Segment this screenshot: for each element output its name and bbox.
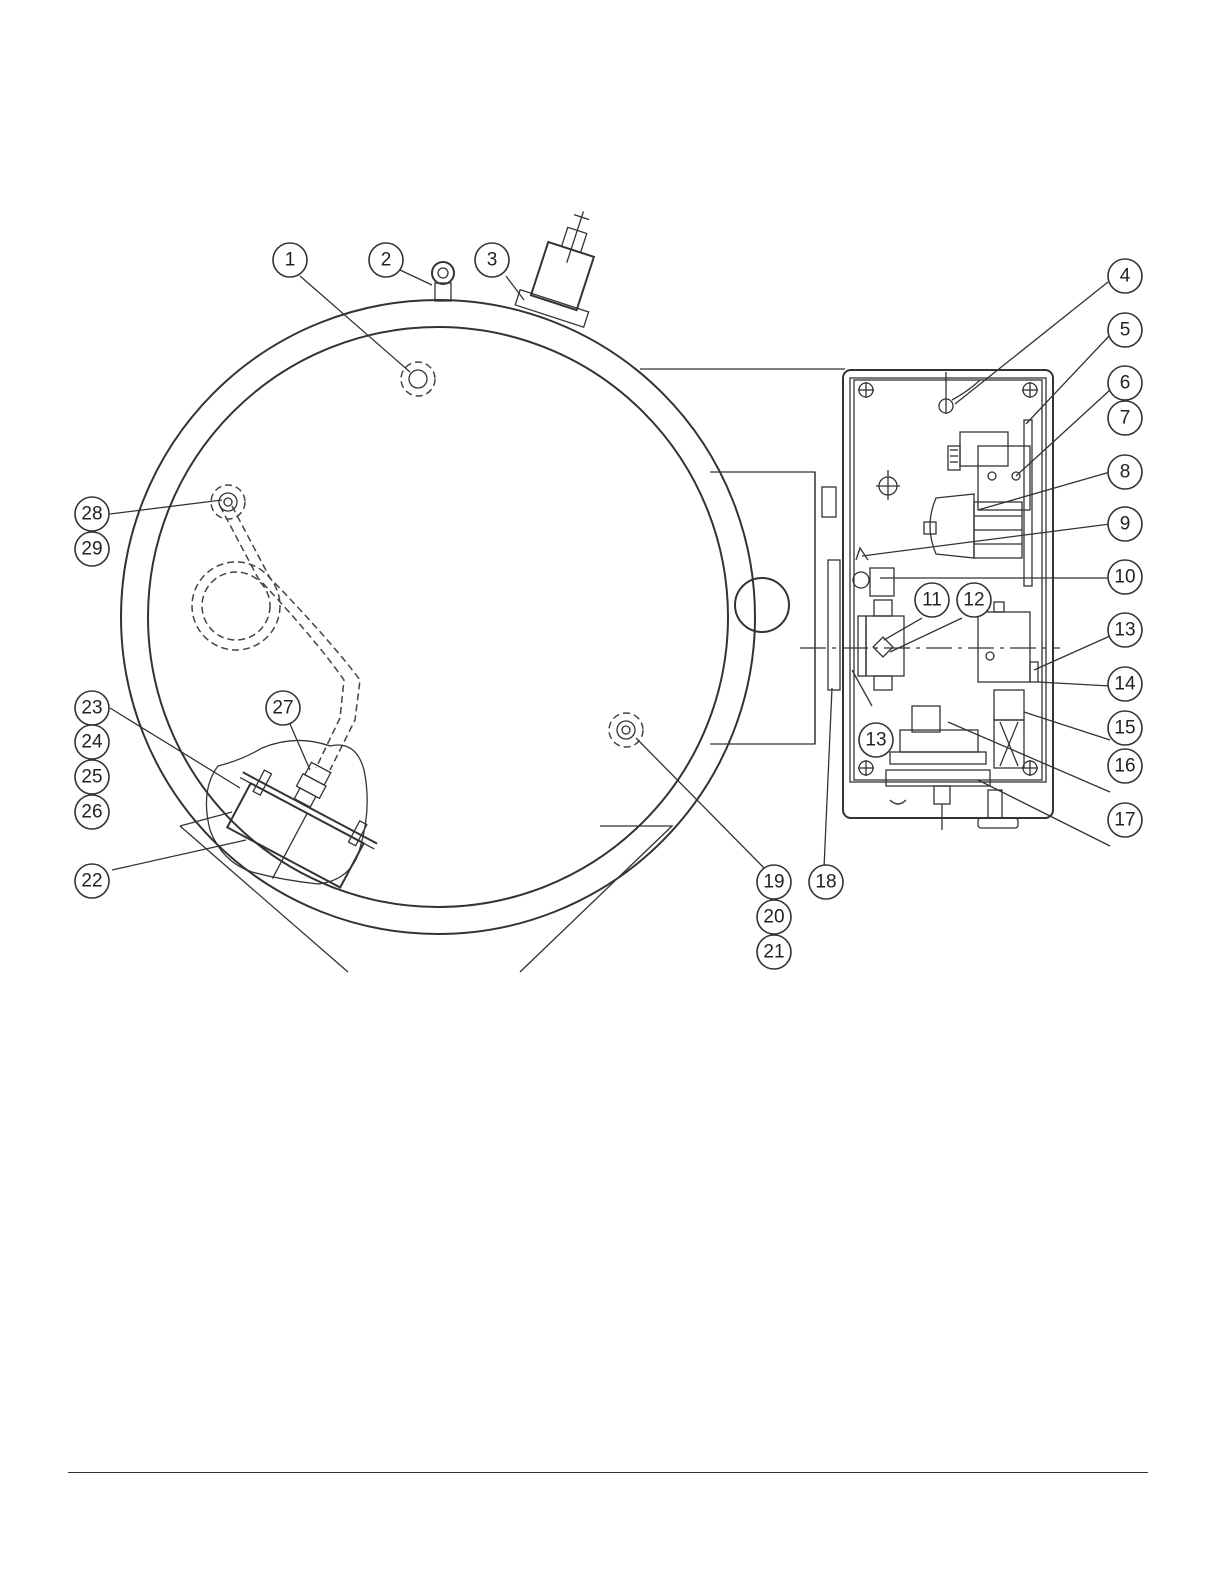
callout-6: 6: [1108, 366, 1142, 400]
callout-28: 28: [75, 497, 109, 531]
callout-23: 23: [75, 691, 109, 725]
svg-text:23: 23: [81, 698, 102, 719]
svg-text:2: 2: [381, 250, 392, 271]
callout-4: 4: [1108, 259, 1142, 293]
svg-text:10: 10: [1114, 567, 1135, 588]
svg-text:24: 24: [81, 732, 103, 753]
svg-text:12: 12: [963, 590, 984, 611]
callout-24: 24: [75, 725, 109, 759]
svg-text:29: 29: [81, 539, 102, 560]
tank-fittings: [219, 370, 635, 739]
rear-housing: [640, 369, 845, 744]
callout-2: 2: [369, 243, 403, 277]
callout-9: 9: [1108, 507, 1142, 541]
callout-3: 3: [475, 243, 509, 277]
svg-text:11: 11: [922, 590, 942, 611]
svg-text:28: 28: [81, 504, 102, 525]
callout-20: 20: [757, 900, 791, 934]
callout-13: 13: [1108, 613, 1142, 647]
svg-text:16: 16: [1114, 756, 1135, 777]
svg-text:9: 9: [1120, 514, 1131, 535]
callout-15: 15: [1108, 711, 1142, 745]
svg-text:21: 21: [763, 942, 784, 963]
callout-27: 27: [266, 691, 300, 725]
callout-16: 16: [1108, 749, 1142, 783]
tank: [121, 300, 755, 934]
callout-11: 11: [915, 583, 949, 617]
callout-8: 8: [1108, 455, 1142, 489]
callout-14: 14: [1108, 667, 1142, 701]
footer-rule: [68, 1472, 1148, 1473]
callout-10: 10: [1108, 560, 1142, 594]
callout-17: 17: [1108, 803, 1142, 837]
svg-text:3: 3: [487, 250, 498, 271]
svg-text:4: 4: [1120, 266, 1131, 287]
callout-21: 21: [757, 935, 791, 969]
svg-text:17: 17: [1114, 810, 1135, 831]
svg-text:20: 20: [763, 907, 784, 928]
svg-text:13: 13: [865, 730, 886, 751]
svg-text:6: 6: [1120, 373, 1131, 394]
svg-text:26: 26: [81, 802, 102, 823]
top-valve: [432, 262, 454, 301]
callout-13-b: 13: [859, 723, 893, 757]
top-connector: [515, 200, 617, 327]
hidden-lines: [192, 362, 643, 770]
svg-text:25: 25: [81, 767, 102, 788]
callout-18: 18: [809, 865, 843, 899]
svg-text:8: 8: [1120, 462, 1131, 483]
svg-text:7: 7: [1120, 408, 1131, 429]
svg-text:22: 22: [81, 871, 102, 892]
svg-text:1: 1: [285, 250, 296, 271]
callout-26: 26: [75, 795, 109, 829]
svg-text:5: 5: [1120, 320, 1131, 341]
svg-text:27: 27: [272, 698, 293, 719]
callout-12: 12: [957, 583, 991, 617]
svg-text:14: 14: [1114, 674, 1136, 695]
callout-19: 19: [757, 865, 791, 899]
svg-text:18: 18: [815, 872, 836, 893]
callout-1: 1: [273, 243, 307, 277]
svg-text:15: 15: [1114, 718, 1135, 739]
callout-5: 5: [1108, 313, 1142, 347]
callout-25: 25: [75, 760, 109, 794]
callout-7: 7: [1108, 401, 1142, 435]
base-plate: [180, 812, 672, 972]
svg-text:19: 19: [763, 872, 784, 893]
svg-text:13: 13: [1114, 620, 1135, 641]
callout-29: 29: [75, 532, 109, 566]
cutaway-detail: [205, 740, 382, 914]
callout-22: 22: [75, 864, 109, 898]
